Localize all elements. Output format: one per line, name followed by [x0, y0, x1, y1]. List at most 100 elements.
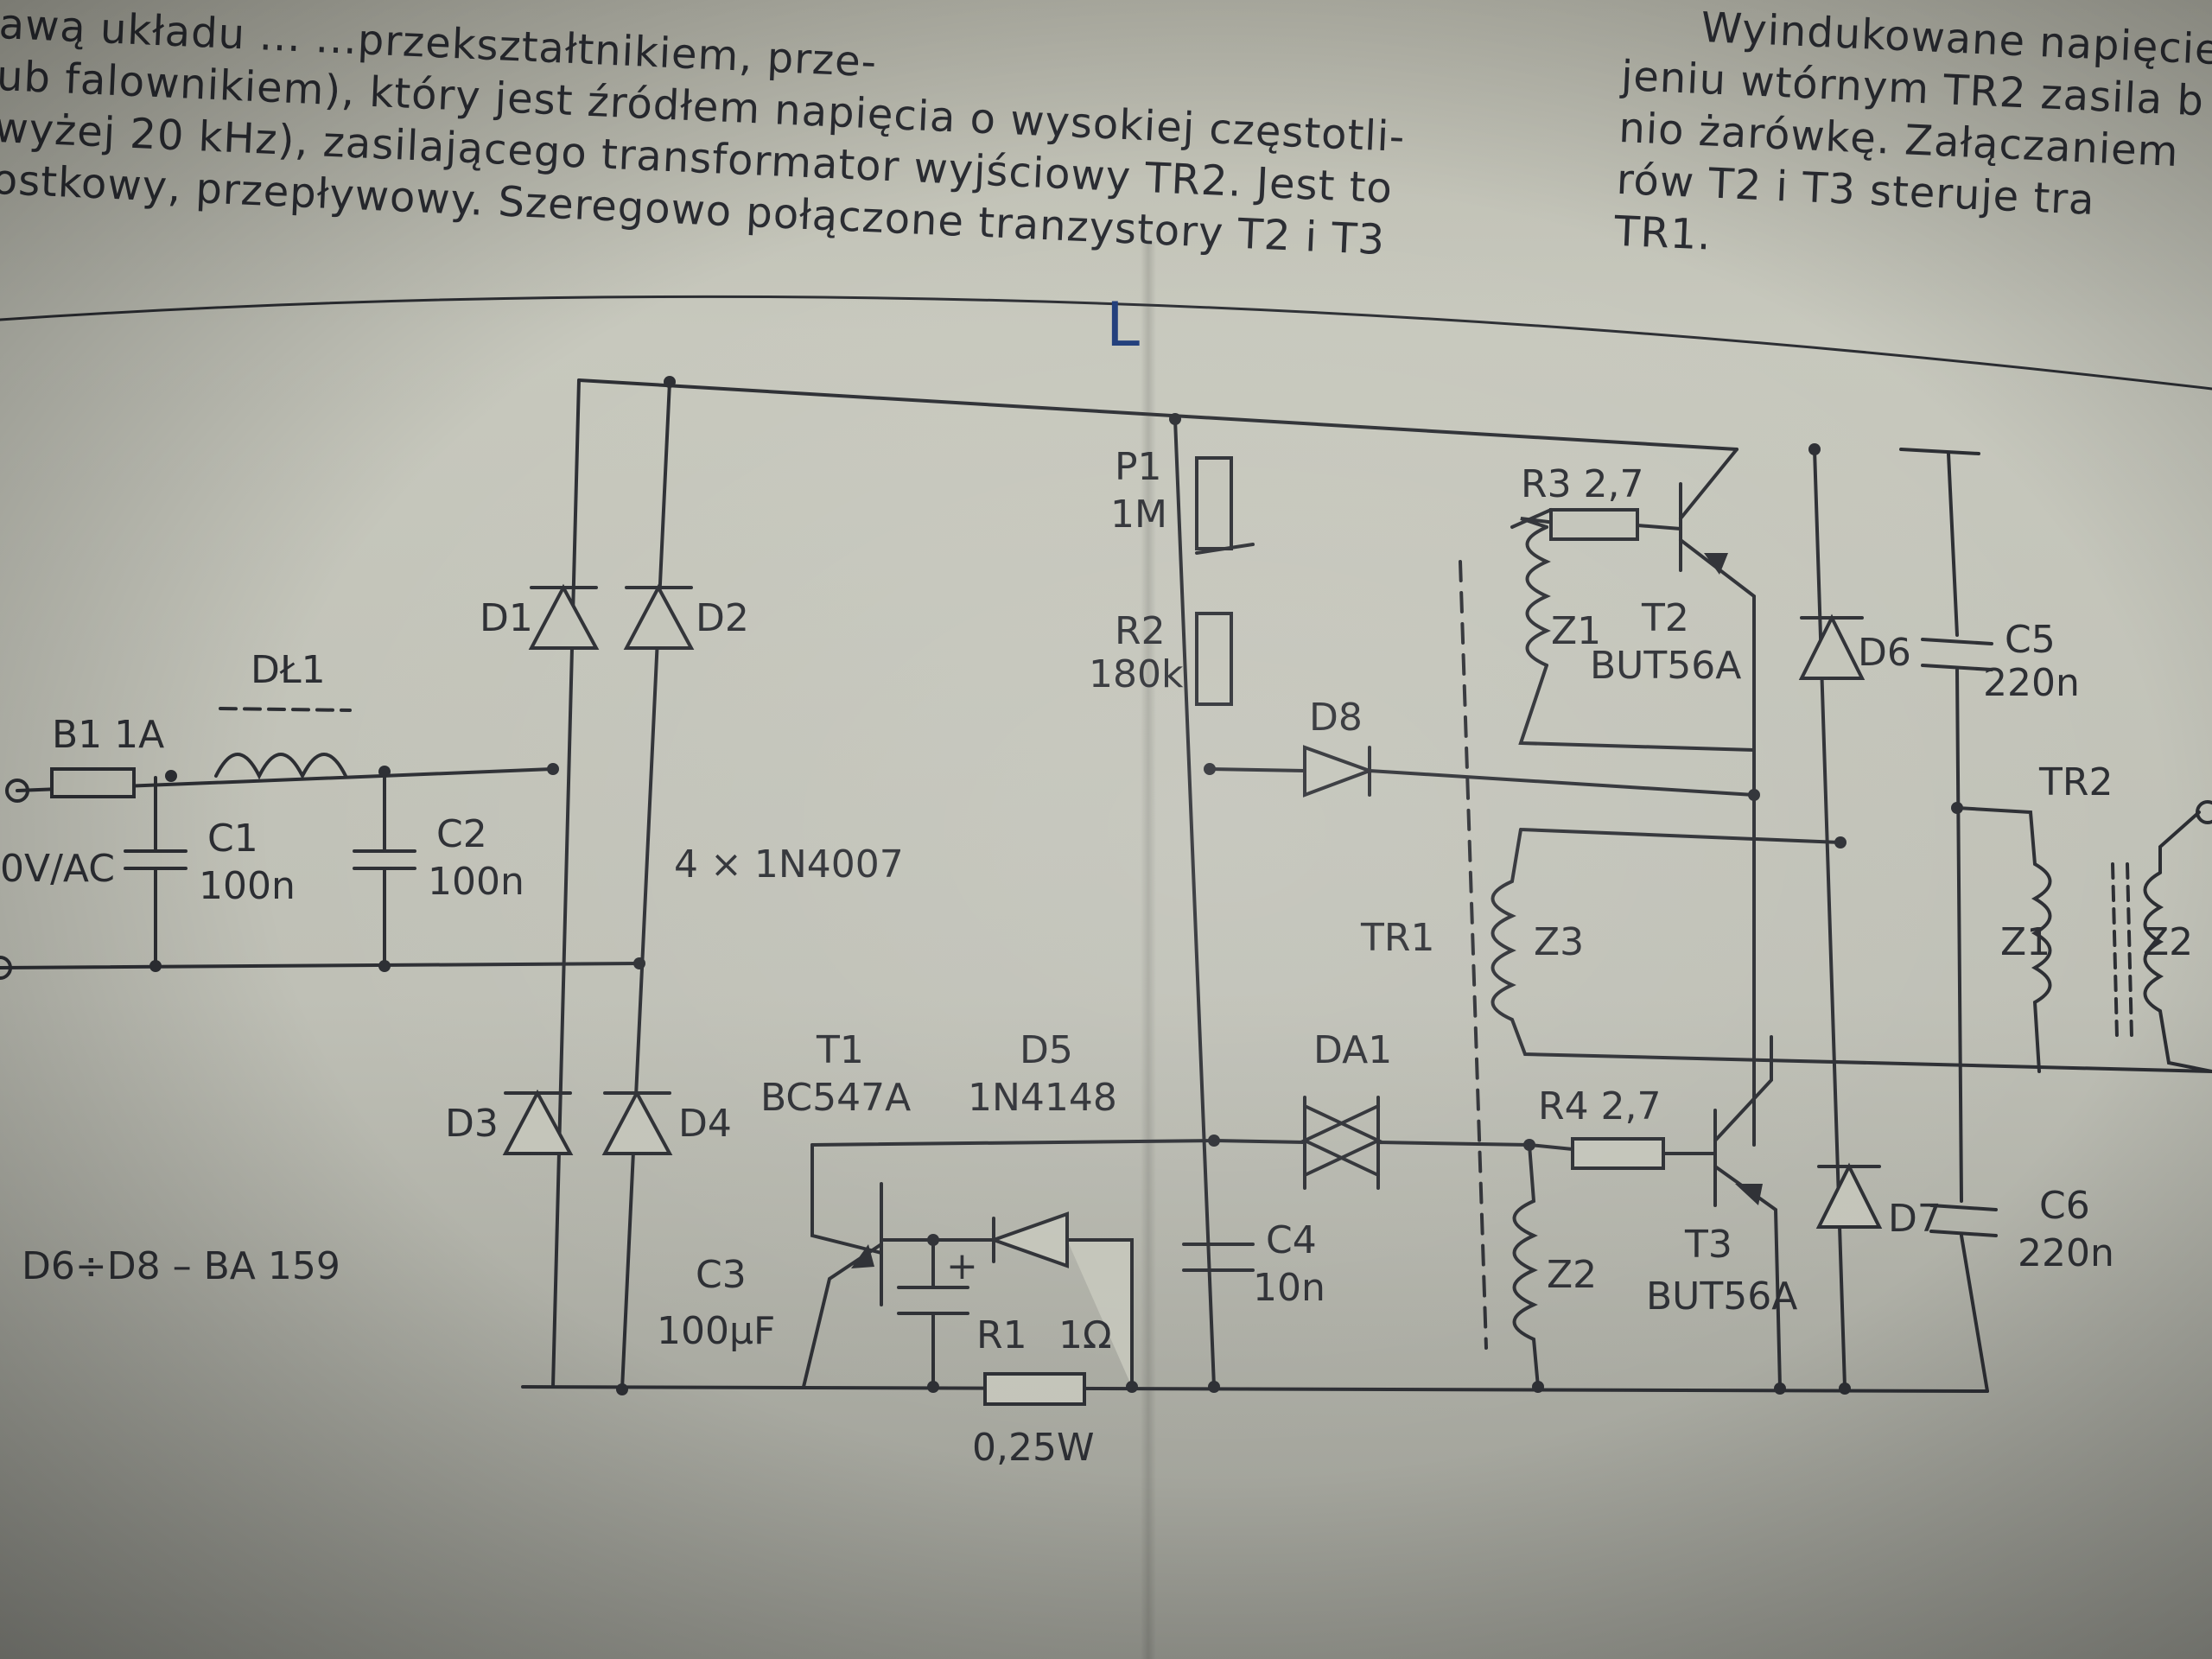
tr2-label: TR2 [2038, 760, 2113, 804]
node [1748, 789, 1760, 801]
d6-d7-column [1813, 448, 1847, 1389]
node [1126, 1381, 1138, 1393]
choke-dl1 [214, 753, 347, 780]
diode-d6 [1798, 613, 1866, 680]
transistor-t1 [802, 1182, 883, 1389]
t1-collector [810, 1143, 883, 1255]
node [1774, 1382, 1786, 1395]
r3-label: R3 2,7 [1521, 462, 1644, 506]
top-rail [577, 378, 1738, 451]
z1-top [1510, 508, 1553, 529]
r1-name: R1 [976, 1313, 1027, 1357]
tr1-label: TR1 [1360, 916, 1434, 960]
node [547, 763, 559, 775]
c5-top-wire [1899, 448, 1980, 455]
c2-name: C2 [436, 812, 487, 856]
c3-value: 100µF [657, 1309, 775, 1353]
z1-lead [1520, 517, 1557, 529]
d4-label: D4 [678, 1102, 732, 1146]
d6-d8-note: D6÷D8 – BA 159 [22, 1244, 340, 1288]
node [165, 770, 177, 782]
tr2-primary-z1 [1955, 806, 2052, 1073]
p1-wiper [1195, 543, 1255, 555]
node [1169, 413, 1181, 425]
diode-d7 [1815, 1162, 1883, 1229]
node [1532, 1381, 1544, 1393]
winding-z1 [1525, 525, 1551, 667]
c1-name: C1 [207, 817, 258, 861]
bridge-right-leg [620, 380, 671, 1391]
t3-emitter-arrow [1735, 1184, 1763, 1205]
diac-da1 [1212, 1096, 1531, 1190]
tr2-z2-label: Z2 [2143, 920, 2193, 964]
node [1834, 836, 1847, 849]
terminal-b [0, 956, 12, 980]
node [633, 957, 645, 969]
winding-z2 [1512, 1143, 1540, 1389]
t3-type: BUT56A [1646, 1274, 1797, 1319]
diode-d1 [528, 583, 600, 650]
control-vertical [1173, 417, 1216, 1389]
p1-name: P1 [1115, 445, 1162, 489]
node [1839, 1382, 1851, 1395]
t1-name: T1 [816, 1028, 864, 1072]
c5-value: 220n [1983, 661, 2080, 705]
d3-label: D3 [445, 1102, 499, 1146]
resistor-r3 [1549, 508, 1639, 541]
page-gutter [1141, 242, 1156, 1659]
terminal-a [5, 779, 29, 803]
frame-line [0, 295, 2212, 391]
choke-label: DŁ1 [251, 648, 326, 692]
winding-z3 [1491, 828, 2212, 1073]
c3-plus: + [946, 1244, 978, 1288]
c6-name: C6 [2039, 1184, 2090, 1228]
d5-type: 1N4148 [968, 1076, 1117, 1120]
diode-d4 [601, 1089, 673, 1155]
transistor-t3 [1528, 1035, 1782, 1389]
node [149, 960, 162, 972]
t3-name: T3 [1684, 1223, 1732, 1267]
capacitor-c3 [897, 1238, 969, 1389]
diode-d3 [502, 1089, 574, 1155]
r2-name: R2 [1115, 609, 1166, 653]
diode-d8 [1208, 745, 1756, 798]
tr1-core [1459, 560, 1488, 1350]
node [378, 766, 391, 778]
c4-value: 10n [1253, 1266, 1325, 1310]
capacitor-c2 [353, 770, 416, 968]
c4-name: C4 [1266, 1218, 1317, 1262]
d5-name: D5 [1020, 1028, 1073, 1072]
d2-label: D2 [696, 596, 749, 640]
r2-value: 180k [1089, 652, 1184, 696]
tr2-secondary-z2 [2143, 810, 2212, 1073]
r1-power: 0,25W [972, 1426, 1094, 1470]
potentiometer-p1 [1195, 456, 1233, 550]
t2-emitter-arrow [1704, 553, 1728, 575]
capacitors-c5-c6 [1921, 452, 1998, 1393]
node [616, 1383, 628, 1395]
node [378, 960, 391, 972]
resistor-r1 [983, 1372, 1086, 1406]
fuse-b1 [50, 767, 136, 798]
capacitor-c4 [1182, 1243, 1255, 1272]
t1-top-wire [810, 1139, 1216, 1147]
node [1808, 443, 1821, 455]
tr2-core [2111, 862, 2133, 1039]
node [664, 376, 676, 388]
d6-label: D6 [1858, 631, 1911, 675]
tr2-z1-label: Z1 [2000, 920, 2050, 964]
input-line-bottom [0, 962, 641, 969]
fuse-label: B1 1A [52, 713, 164, 757]
d8-label: D8 [1309, 696, 1363, 740]
diode-d5 [880, 1211, 1134, 1389]
t2-type: BUT56A [1590, 644, 1741, 688]
r4-label: R4 2,7 [1538, 1084, 1662, 1128]
r1-value: 1Ω [1058, 1313, 1112, 1357]
t2-name: T2 [1641, 596, 1689, 640]
c6-value: 220n [2018, 1231, 2114, 1275]
bridge-left-leg [551, 378, 581, 1389]
d1-label: D1 [480, 596, 533, 640]
resistor-r2 [1195, 612, 1233, 706]
